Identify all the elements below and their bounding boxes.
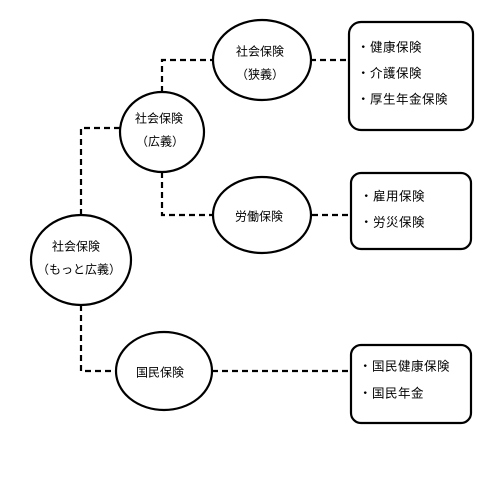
list-item: ・国民健康保険	[359, 359, 450, 374]
connector-broadest-to-national	[79, 305, 116, 373]
list-item: ・労災保険	[360, 215, 425, 230]
list-item: ・雇用保険	[360, 189, 425, 204]
box-national-items: ・国民健康保険 ・国民年金	[349, 343, 473, 425]
list-item: ・介護保険	[357, 66, 422, 81]
node-broadest-line1: 社会保険	[52, 239, 100, 254]
connectors	[79, 58, 351, 373]
node-labor: 労働保険	[211, 175, 313, 255]
box-labor-items: ・雇用保険 ・労災保険	[349, 171, 473, 251]
node-national-line1: 国民保険	[136, 366, 184, 380]
connector-broad-to-labor	[160, 172, 212, 217]
box-narrow-items: ・健康保険 ・介護保険 ・厚生年金保険	[347, 20, 475, 132]
list-item: ・厚生年金保険	[357, 92, 448, 107]
node-broad: 社会保険 （広義）	[118, 90, 206, 174]
node-broad-line2: （広義）	[136, 134, 184, 149]
node-narrow-line2: （狭義）	[236, 67, 284, 82]
node-narrow-line1: 社会保険	[236, 44, 284, 59]
node-broad-line1: 社会保険	[135, 111, 183, 126]
connector-broad-to-narrow	[160, 58, 213, 92]
list-item: ・健康保険	[357, 40, 422, 55]
node-broadest: 社会保険 （もっと広義）	[29, 213, 133, 307]
connector-broadest-to-broad	[79, 126, 122, 215]
node-national: 国民保険	[114, 330, 214, 412]
list-item: ・国民年金	[359, 386, 424, 401]
node-broadest-line2: （もっと広義）	[37, 262, 121, 277]
node-labor-line1: 労働保険	[235, 210, 283, 224]
node-narrow: 社会保険 （狭義）	[211, 18, 313, 102]
